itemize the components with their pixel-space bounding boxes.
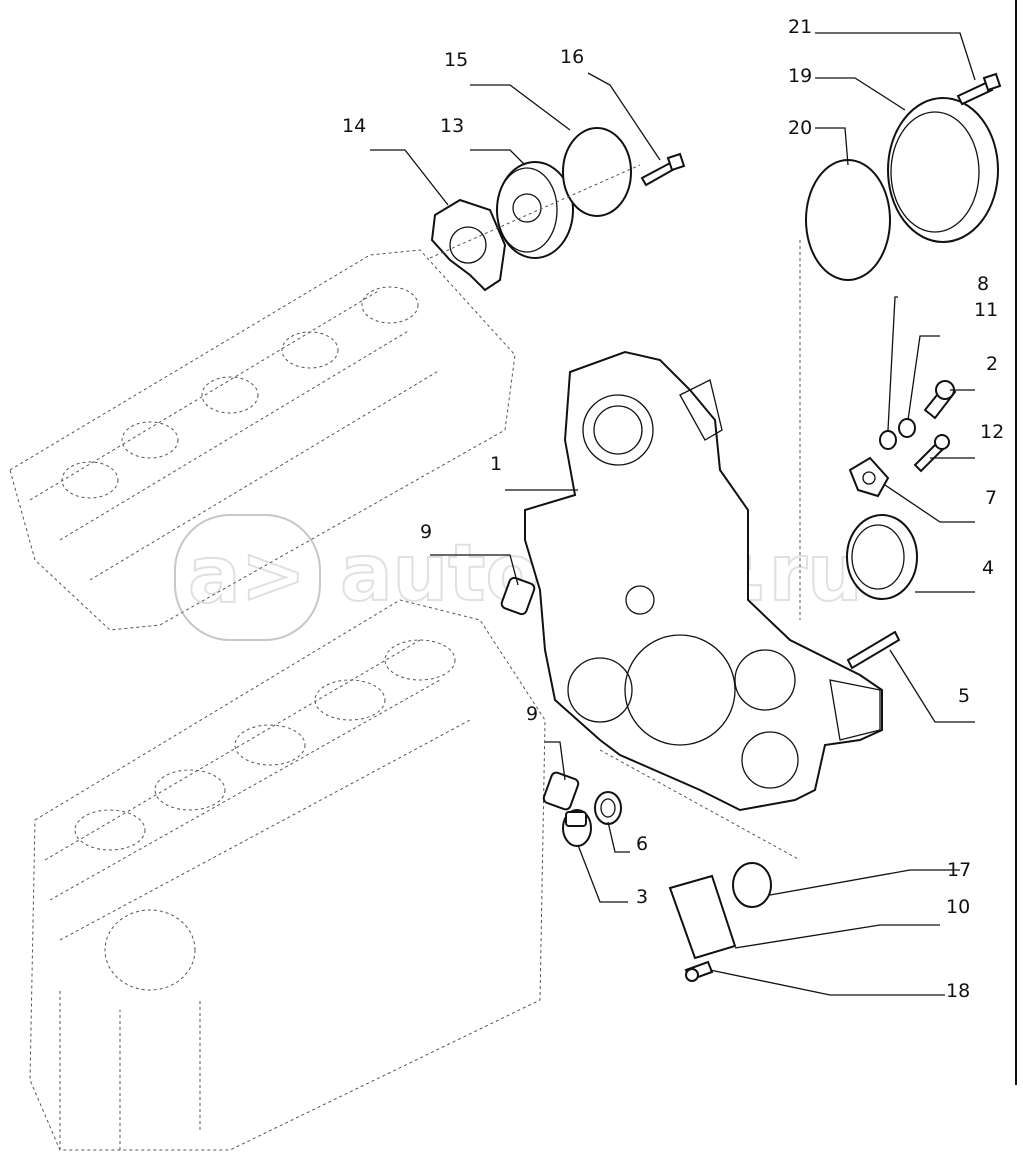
engine-head-ghost bbox=[9, 249, 516, 631]
bolt-part-21 bbox=[956, 72, 1002, 106]
seal-housing-part-19 bbox=[887, 97, 999, 243]
bushing-part-9-lower bbox=[542, 771, 580, 811]
cover-plate-part-10 bbox=[668, 874, 737, 960]
bolt-part-5 bbox=[846, 630, 901, 670]
gasket-part-14 bbox=[430, 198, 507, 292]
watermark-logo: a> bbox=[188, 531, 306, 621]
callout-16: 16 bbox=[560, 46, 584, 68]
washer-part-6 bbox=[594, 791, 622, 825]
callout-1: 1 bbox=[490, 453, 502, 475]
plug-part-3 bbox=[562, 809, 592, 847]
bolt-part-18 bbox=[684, 960, 714, 982]
frame-edge bbox=[1015, 0, 1017, 1085]
o-ring-part-20 bbox=[805, 159, 891, 281]
callout-21: 21 bbox=[788, 16, 812, 38]
callout-5: 5 bbox=[958, 685, 970, 707]
callout-14: 14 bbox=[342, 115, 366, 137]
pump-body-part-13 bbox=[496, 161, 574, 259]
callout-9-upper: 9 bbox=[420, 521, 432, 543]
callout-10: 10 bbox=[946, 896, 970, 918]
callout-4: 4 bbox=[982, 557, 994, 579]
callout-20: 20 bbox=[788, 117, 812, 139]
gear-cover-part-1 bbox=[524, 350, 883, 812]
flange-part-7 bbox=[848, 456, 890, 498]
callout-6: 6 bbox=[636, 833, 648, 855]
callout-9-lower: 9 bbox=[526, 703, 538, 725]
callout-12: 12 bbox=[980, 421, 1004, 443]
washer-part-11 bbox=[898, 418, 916, 438]
engine-block-ghost bbox=[29, 599, 546, 1151]
o-ring-part-17 bbox=[732, 862, 772, 908]
callout-13: 13 bbox=[440, 115, 464, 137]
callout-3: 3 bbox=[636, 886, 648, 908]
callout-2: 2 bbox=[986, 353, 998, 375]
o-ring-part-15 bbox=[562, 127, 632, 217]
seal-part-4 bbox=[846, 514, 918, 600]
callout-15: 15 bbox=[444, 49, 468, 71]
callout-17: 17 bbox=[947, 859, 971, 881]
bolt-part-2 bbox=[923, 380, 957, 420]
bolt-part-16 bbox=[640, 152, 686, 187]
callout-labels: 21 19 20 15 16 14 13 8 11 2 12 1 7 9 4 5… bbox=[342, 16, 1004, 1002]
leader-lines bbox=[370, 32, 976, 996]
callout-18: 18 bbox=[946, 980, 970, 1002]
bolt-part-12 bbox=[913, 434, 950, 473]
callout-7: 7 bbox=[985, 487, 997, 509]
washer-part-8 bbox=[879, 430, 897, 450]
callout-8: 8 bbox=[977, 273, 989, 295]
callout-19: 19 bbox=[788, 65, 812, 87]
bushing-part-9-upper bbox=[500, 576, 536, 616]
callout-11: 11 bbox=[974, 299, 998, 321]
